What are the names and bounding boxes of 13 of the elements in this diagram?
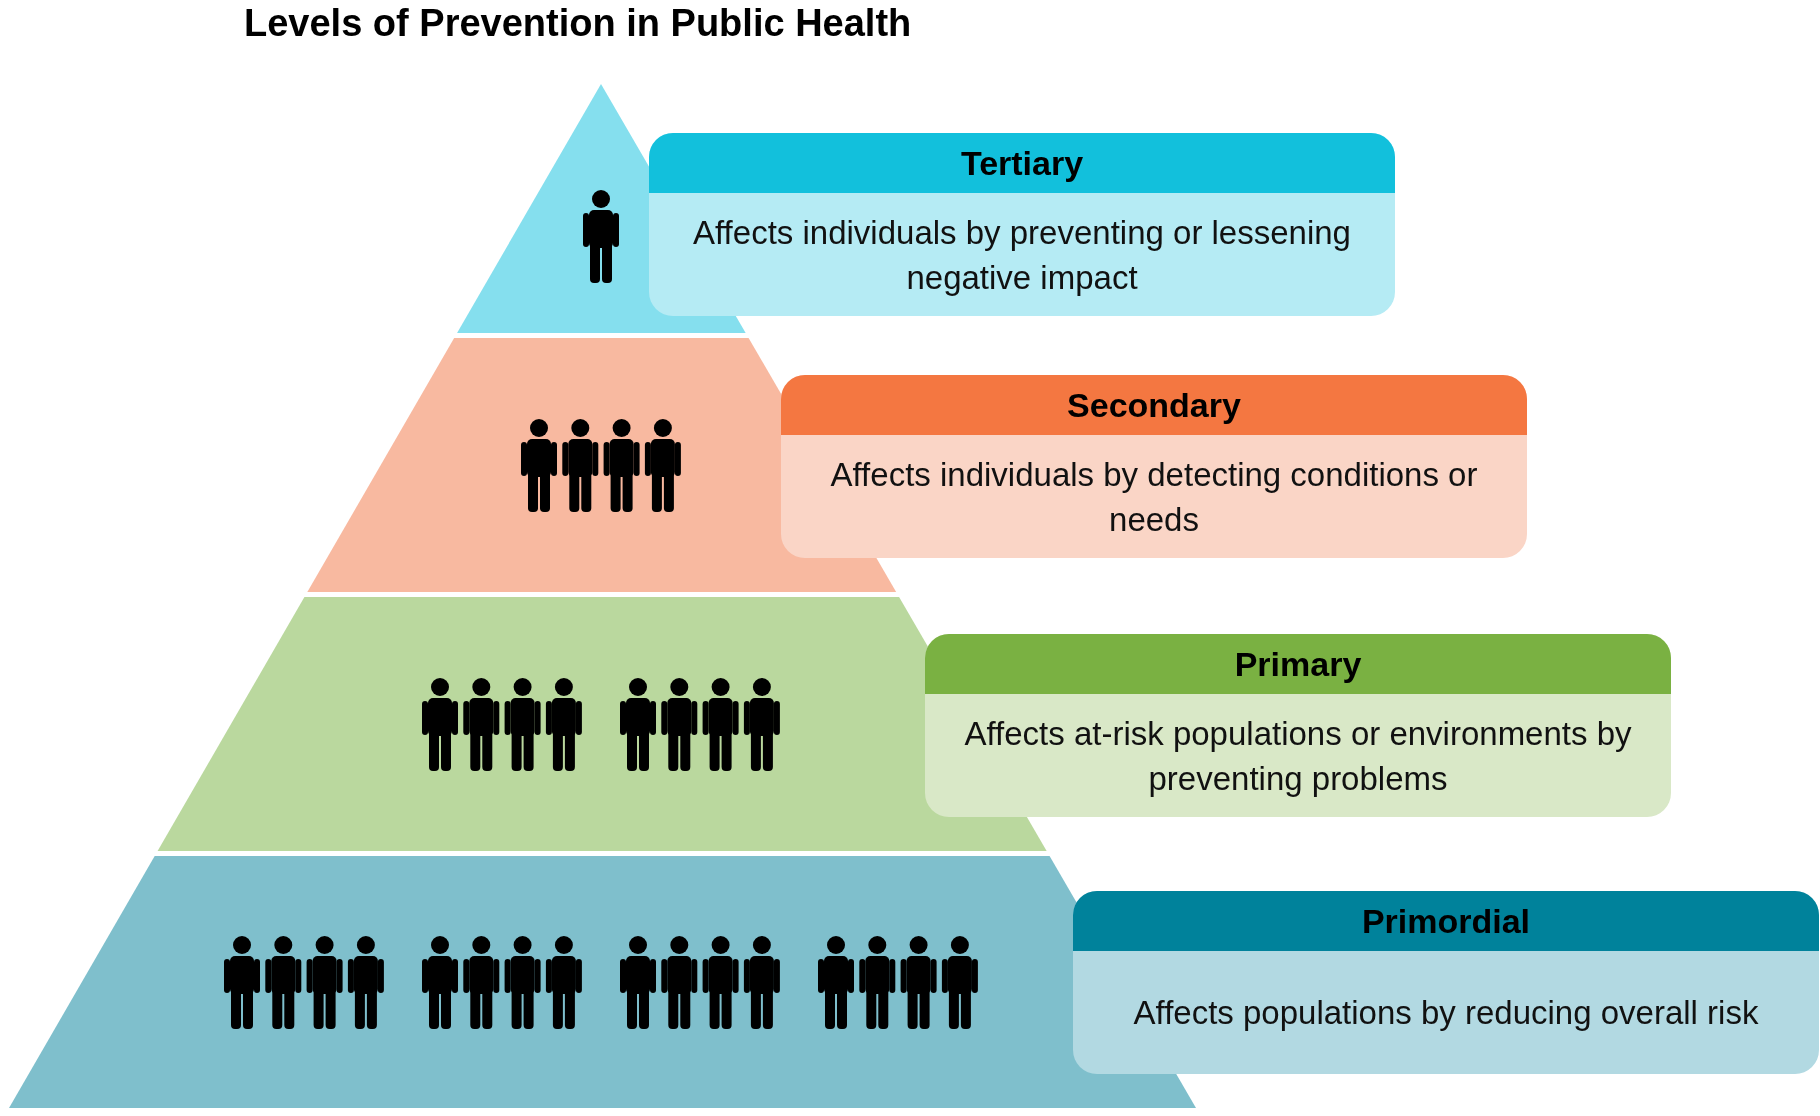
card-description: Affects populations by reducing overall risk [1133,993,1759,1033]
card-header: Tertiary [649,133,1395,193]
level-card [925,634,1671,817]
card-description: Affects individuals by preventing or lessening negative impact [692,212,1352,298]
card-description: Affects individuals by detecting conditions or needs [829,454,1479,540]
card-header: Primordial [1073,891,1819,951]
level-card [781,375,1527,558]
level-card [1073,891,1819,1074]
level-card [649,133,1395,316]
card-header: Secondary [781,375,1527,435]
diagram-title: Levels of Prevention in Public Health [244,2,912,45]
card-description: Affects at-risk populations or environments by preventing problems [963,713,1633,799]
card-header: Primary [925,634,1671,694]
